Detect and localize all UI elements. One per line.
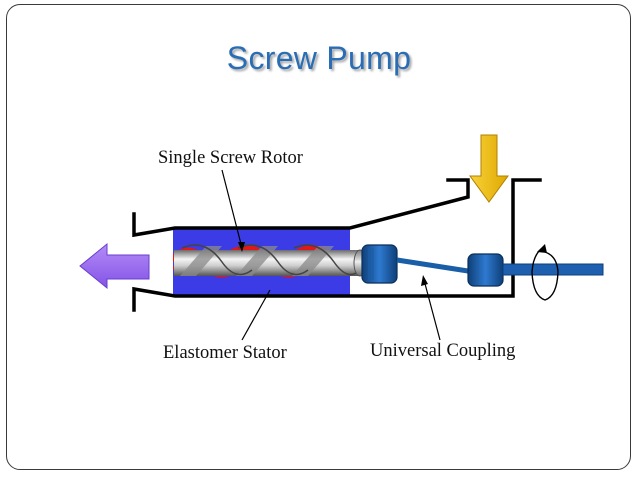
stator-leader-line (241, 289, 271, 341)
rotor-leader-line (221, 169, 243, 249)
pump-housing (132, 178, 542, 312)
stator-label: Elastomer Stator (163, 343, 287, 363)
rotation-arrow-icon (531, 244, 559, 301)
coupling-leader-line (423, 279, 441, 341)
slide-frame (6, 4, 631, 470)
leader-lines (221, 169, 441, 341)
single-screw-rotor (174, 244, 367, 277)
rotor-label: Single Screw Rotor (158, 148, 303, 168)
left-arrow-icon (79, 242, 150, 290)
coupling-label: Universal Coupling (370, 341, 516, 361)
universal-coupling (361, 244, 504, 287)
drive-shaft (502, 263, 604, 276)
slide-title: Screw Pump (226, 40, 412, 76)
down-arrow-icon (469, 134, 509, 203)
